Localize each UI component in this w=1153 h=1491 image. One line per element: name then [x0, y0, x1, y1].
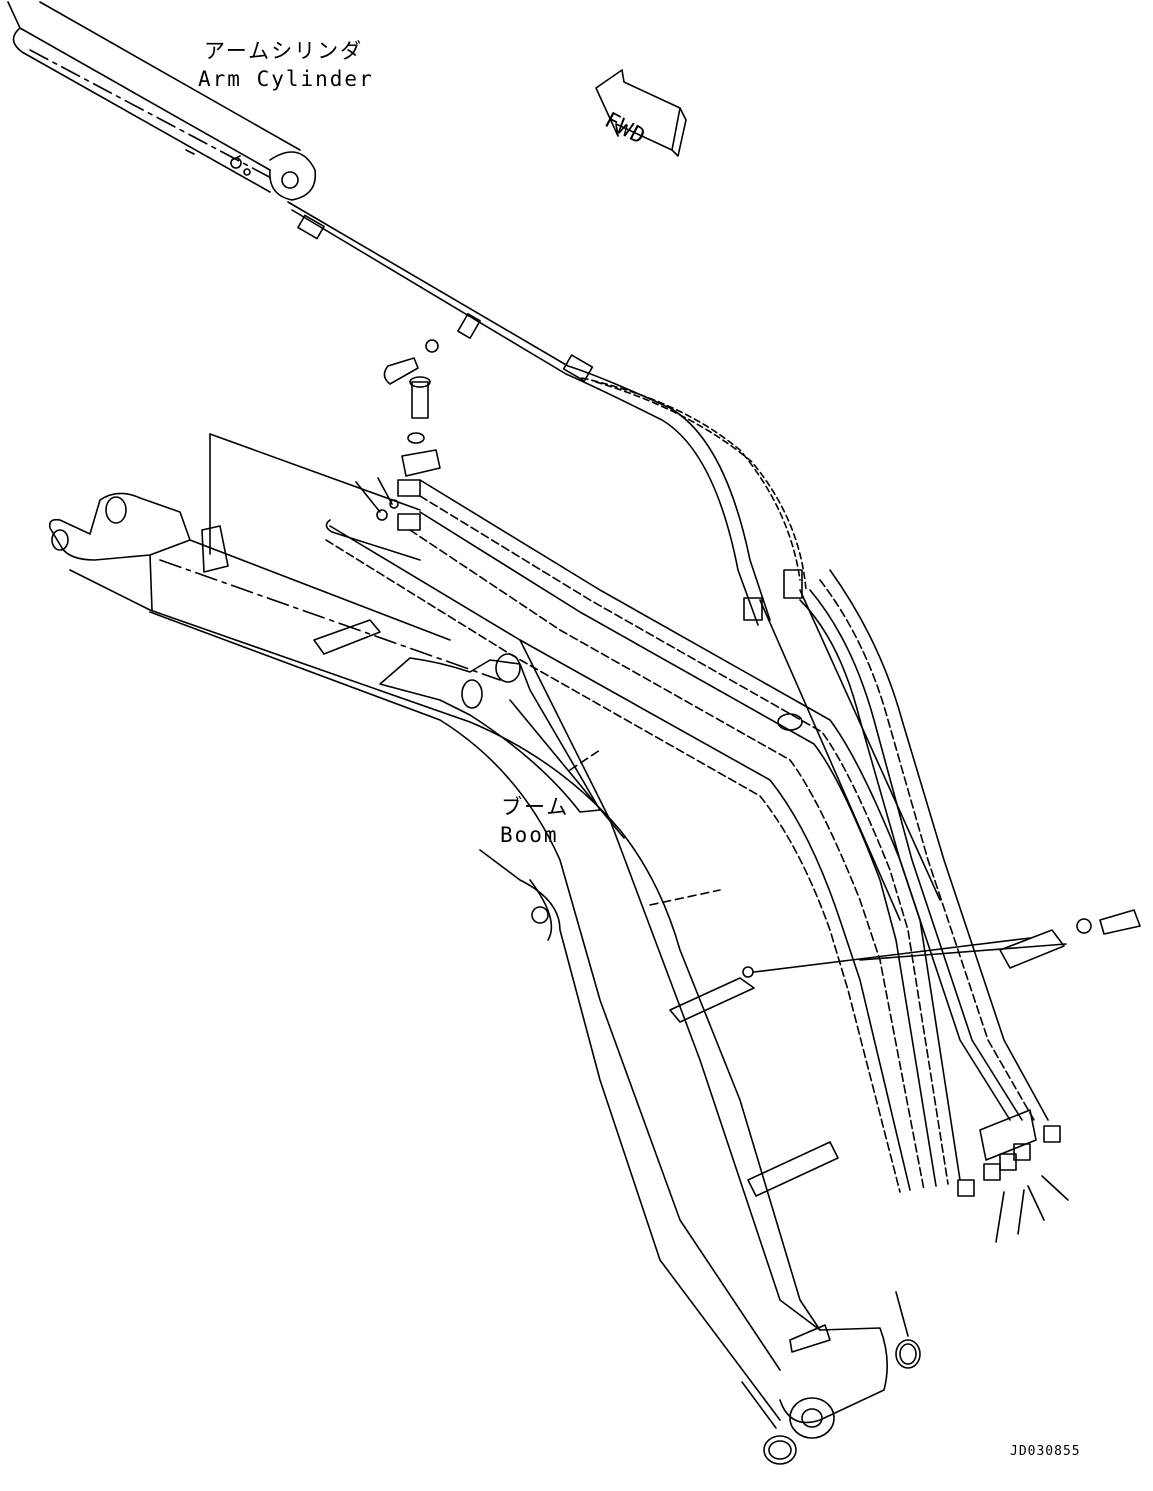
lower-fittings: [957, 1109, 1069, 1243]
boom-bracket: [379, 653, 625, 839]
boom-hoses: [325, 479, 1049, 1193]
boom-label-en: Boom: [500, 823, 559, 847]
side-clamp: [753, 909, 1141, 973]
boom-clamps: [201, 525, 839, 1353]
fwd-arrow-icon: [595, 69, 687, 157]
arm-cylinder: [7, 1, 317, 201]
boom-label-jp: ブーム: [501, 795, 570, 819]
fitting-set: [325, 477, 421, 561]
arm-cylinder-label-jp: アームシリンダ: [204, 39, 364, 63]
pin-orings: [741, 1291, 921, 1465]
bolt-set: [383, 339, 441, 477]
upper-hose: [287, 201, 807, 626]
drawing-id: JD030855: [1010, 1444, 1081, 1459]
boom: [48, 492, 888, 1439]
arm-cylinder-label-en: Arm Cylinder: [198, 67, 374, 91]
leader-lines: [209, 433, 941, 921]
